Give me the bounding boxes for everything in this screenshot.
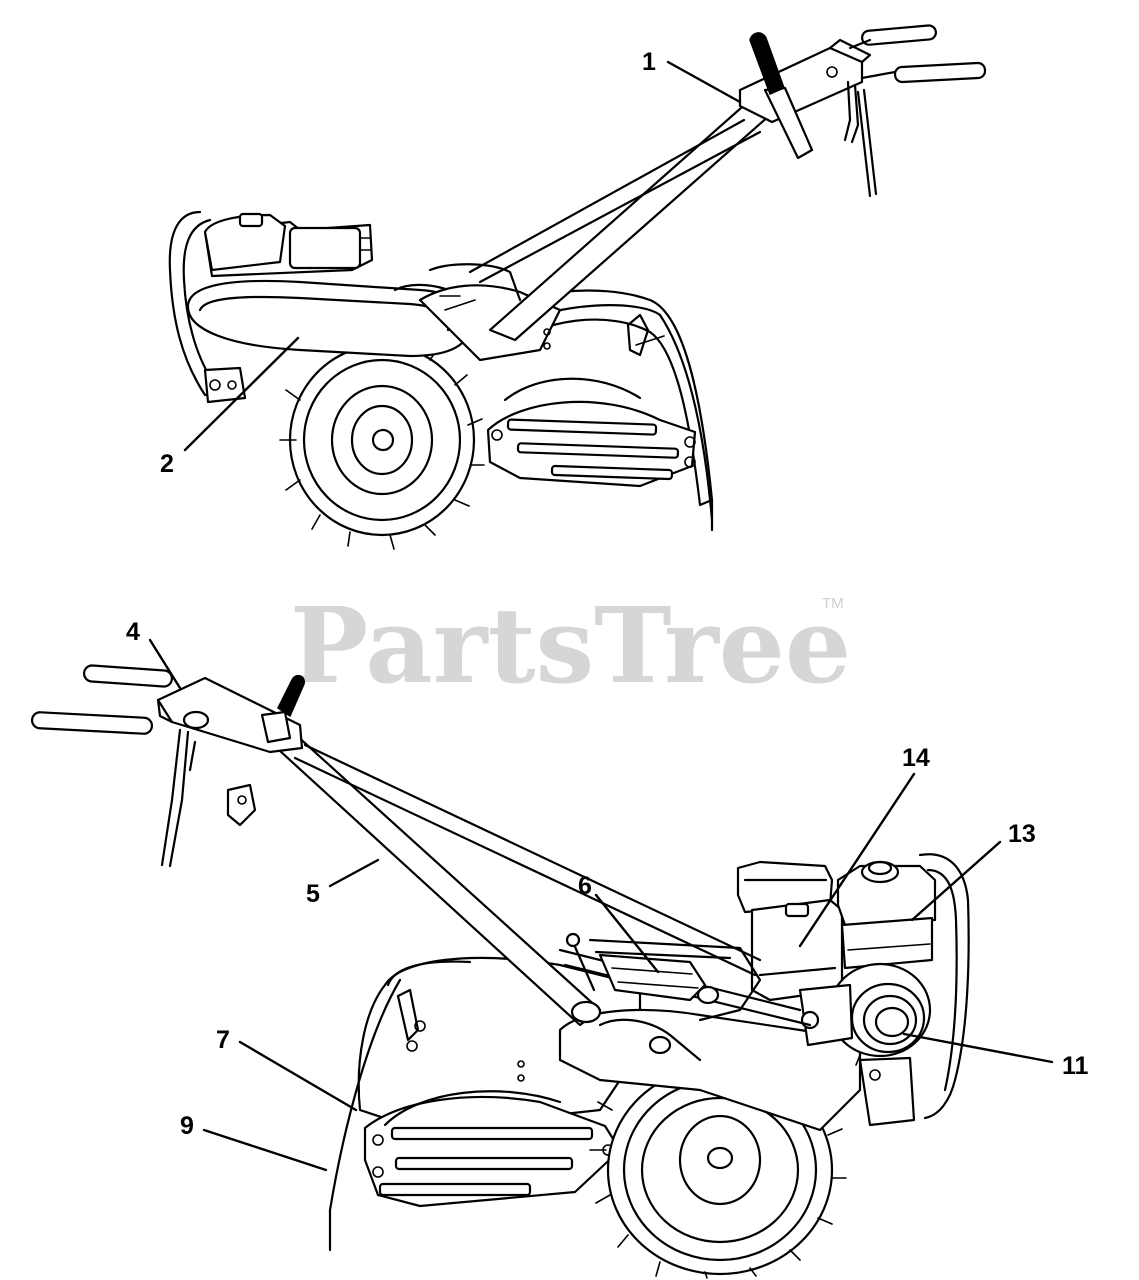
bottom-shift-knob <box>277 674 305 718</box>
callout-13: 13 <box>1008 820 1036 848</box>
callout-9: 9 <box>180 1112 194 1140</box>
watermark: PartsTree TM <box>290 584 851 707</box>
bottom-hood-side-plate <box>363 1095 622 1208</box>
callout-7: 7 <box>216 1026 230 1054</box>
callout-4: 4 <box>126 618 140 646</box>
bottom-air-cleaner <box>736 860 834 914</box>
top-callouts: 1 2 <box>160 48 742 478</box>
watermark-trademark: TM <box>822 595 844 612</box>
callout-11: 11 <box>1062 1052 1089 1080</box>
watermark-text: PartsTree <box>290 584 851 707</box>
callout-6: 6 <box>578 872 592 900</box>
bottom-callouts: 4 5 6 7 9 11 13 14 <box>126 618 1089 1172</box>
callout-14: 14 <box>902 744 930 772</box>
top-tiller-illustration <box>168 24 987 550</box>
top-shift-knob <box>749 32 785 96</box>
bottom-tiller-illustration <box>30 664 970 1279</box>
callout-1: 1 <box>642 48 656 76</box>
callout-5: 5 <box>306 880 320 908</box>
top-belt-guard <box>186 279 472 358</box>
callout-2: 2 <box>160 450 174 478</box>
